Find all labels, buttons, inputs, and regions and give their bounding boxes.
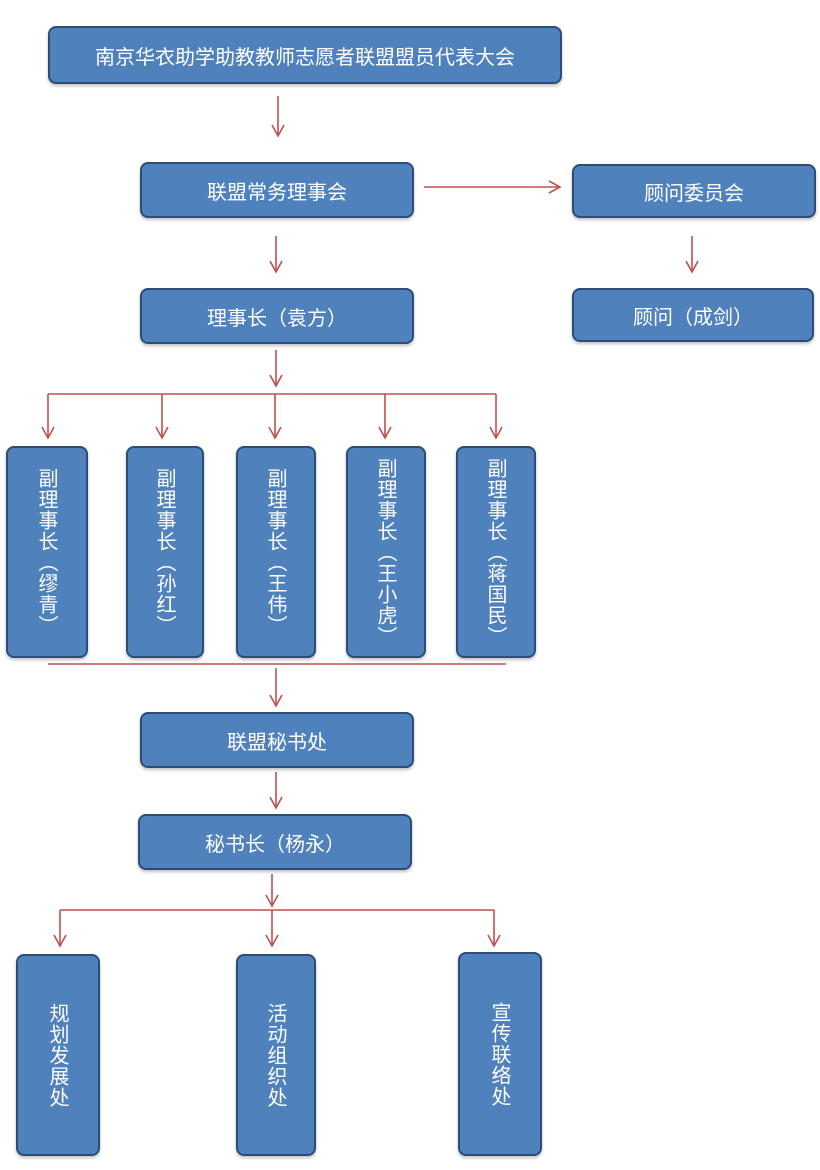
standing-council-label: 联盟常务理事会 bbox=[207, 179, 347, 204]
vice-chairman-label: 副理事长（缪青） bbox=[35, 468, 59, 636]
department-box: 宣传联络处 bbox=[458, 952, 542, 1156]
advisory-committee-label: 顾问委员会 bbox=[644, 180, 744, 205]
chairman-box: 理事长（袁方） bbox=[140, 288, 414, 344]
standing-council-box: 联盟常务理事会 bbox=[140, 162, 414, 218]
vice-chairman-box: 副理事长（缪青） bbox=[6, 446, 88, 658]
department-box: 活动组织处 bbox=[236, 954, 316, 1156]
vice-chairman-label: 副理事长（孙红） bbox=[153, 468, 177, 636]
chairman-label: 理事长（袁方） bbox=[207, 305, 347, 330]
department-box: 规划发展处 bbox=[16, 954, 100, 1156]
vice-chairman-box: 副理事长（王伟） bbox=[236, 446, 316, 658]
secretariat-box: 联盟秘书处 bbox=[140, 712, 414, 768]
advisor-box: 顾问（成剑） bbox=[572, 288, 814, 342]
department-label: 规划发展处 bbox=[46, 1002, 70, 1108]
vice-chairman-label: 副理事长（王小虎） bbox=[374, 457, 398, 647]
department-label: 活动组织处 bbox=[264, 1002, 288, 1108]
secretariat-label: 联盟秘书处 bbox=[227, 729, 327, 754]
vice-chairman-box: 副理事长（王小虎） bbox=[346, 446, 426, 658]
congress-box: 南京华衣助学助教教师志愿者联盟盟员代表大会 bbox=[48, 26, 562, 84]
vice-chairman-label: 副理事长（蒋国民） bbox=[484, 457, 508, 647]
vice-chairman-box: 副理事长（孙红） bbox=[126, 446, 204, 658]
advisor-label: 顾问（成剑） bbox=[633, 304, 753, 329]
department-label: 宣传联络处 bbox=[488, 1001, 512, 1107]
congress-label: 南京华衣助学助教教师志愿者联盟盟员代表大会 bbox=[95, 44, 515, 69]
advisory-committee-box: 顾问委员会 bbox=[572, 164, 816, 218]
vice-chairman-label: 副理事长（王伟） bbox=[264, 468, 288, 636]
secretary-general-label: 秘书长（杨永） bbox=[205, 831, 345, 856]
vice-chairman-box: 副理事长（蒋国民） bbox=[456, 446, 536, 658]
secretary-general-box: 秘书长（杨永） bbox=[138, 814, 412, 870]
